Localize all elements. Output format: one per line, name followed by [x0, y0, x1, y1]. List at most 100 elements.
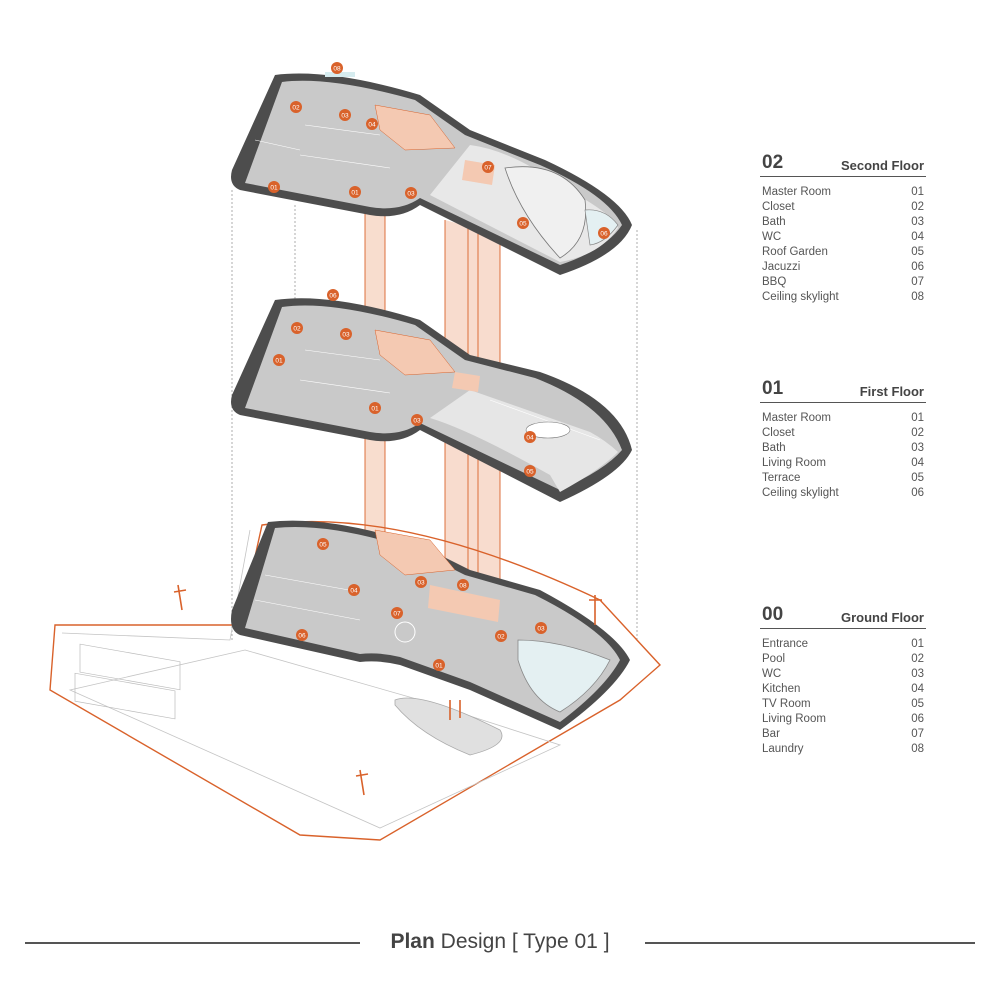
legend-item-label: Master Room: [762, 186, 832, 198]
legend-item-label: Kitchen: [762, 683, 801, 695]
legend-item-label: Bar: [762, 728, 780, 740]
room-marker-label: 08: [333, 66, 341, 73]
room-marker-dot: [524, 431, 536, 443]
room-marker-label: 08: [459, 583, 467, 590]
footer-line-right: [645, 942, 975, 944]
legend-item-label: Master Room: [762, 412, 832, 424]
legend-item-code: 05: [911, 246, 924, 258]
legend-item-code: 04: [911, 457, 924, 469]
scale-figures: [173, 584, 602, 796]
legend-title: Second Floor: [840, 158, 924, 173]
legend-item-code: 02: [911, 427, 924, 439]
legend-item: Bar 07: [760, 727, 926, 742]
room-marker-label: 02: [497, 634, 505, 641]
room-marker-dot: [524, 465, 536, 477]
room-marker-label: 03: [407, 191, 415, 198]
room-marker: 06: [327, 289, 339, 301]
room-marker: 04: [524, 431, 536, 443]
legend-item-code: 07: [911, 728, 924, 740]
legend-item-label: Bath: [762, 216, 786, 228]
room-marker-dot: [296, 629, 308, 641]
room-marker: 01: [268, 181, 280, 193]
room-marker-label: 07: [484, 165, 492, 172]
legend-item-code: 06: [911, 261, 924, 273]
room-marker-dot: [415, 576, 427, 588]
room-marker-dot: [598, 227, 610, 239]
room-marker-dot: [405, 187, 417, 199]
room-marker: 08: [331, 62, 343, 74]
legend-item-label: Living Room: [762, 713, 826, 725]
legend-item-label: Laundry: [762, 743, 804, 755]
legend-item-label: Bath: [762, 442, 786, 454]
room-marker: 08: [457, 579, 469, 591]
room-marker: 01: [273, 354, 285, 366]
room-marker-label: 03: [537, 626, 545, 633]
room-marker-label: 05: [319, 542, 327, 549]
legend-header: 00 Ground Floor: [760, 598, 926, 629]
room-marker-dot: [348, 584, 360, 596]
legend-item: WC 04: [760, 230, 926, 245]
room-marker-dot: [331, 62, 343, 74]
legend-item-label: Closet: [762, 201, 795, 213]
legend-item-label: Terrace: [762, 472, 801, 484]
legend-item-label: Entrance: [762, 638, 809, 650]
legend-item-code: 03: [911, 442, 924, 454]
room-marker-dot: [482, 161, 494, 173]
legend-number: 00: [762, 604, 784, 625]
room-marker-dot: [366, 118, 378, 130]
legend-item-code: 06: [911, 487, 924, 499]
legend-item-label: Closet: [762, 427, 795, 439]
room-marker-label: 06: [298, 633, 306, 640]
room-marker-label: 01: [275, 358, 283, 365]
room-marker-label: 04: [350, 588, 358, 595]
legend-item-code: 05: [911, 698, 924, 710]
room-marker-label: 05: [526, 469, 534, 476]
room-marker: 05: [524, 465, 536, 477]
legend-item-code: 04: [911, 231, 924, 243]
legend-item-label: Pool: [762, 653, 786, 665]
legend-item-code: 06: [911, 713, 924, 725]
room-marker: 06: [296, 629, 308, 641]
room-marker-label: 02: [292, 105, 300, 112]
legend-item: Entrance 01: [760, 637, 926, 652]
room-marker: 04: [366, 118, 378, 130]
room-marker: 03: [405, 187, 417, 199]
room-marker: 03: [535, 622, 547, 634]
legend-item-label: Jacuzzi: [762, 261, 801, 273]
room-marker: 03: [415, 576, 427, 588]
room-marker-dot: [273, 354, 285, 366]
room-marker: 02: [495, 630, 507, 642]
legend-item-code: 08: [911, 291, 924, 303]
legend-item-label: WC: [762, 231, 782, 243]
first-floor-plan: [231, 298, 632, 502]
room-marker-dot: [391, 607, 403, 619]
room-marker-label: 04: [526, 435, 534, 442]
room-marker-label: 01: [435, 663, 443, 670]
room-marker-label: 01: [270, 185, 278, 192]
room-marker-label: 03: [413, 418, 421, 425]
room-marker-label: 05: [519, 221, 527, 228]
room-marker-label: 02: [293, 326, 301, 333]
room-marker-label: 06: [329, 293, 337, 300]
legend-item-code: 08: [911, 743, 924, 755]
legend-header: 01 First Floor: [760, 372, 926, 403]
room-marker: 02: [291, 322, 303, 334]
legend-header: 02 Second Floor: [760, 146, 926, 177]
room-marker: 05: [317, 538, 329, 550]
legend-item-code: 02: [911, 653, 924, 665]
room-marker-dot: [457, 579, 469, 591]
legend-item: Pool 02: [760, 652, 926, 667]
legend-item: Bath 03: [760, 441, 926, 456]
legend-item-code: 01: [911, 638, 924, 650]
